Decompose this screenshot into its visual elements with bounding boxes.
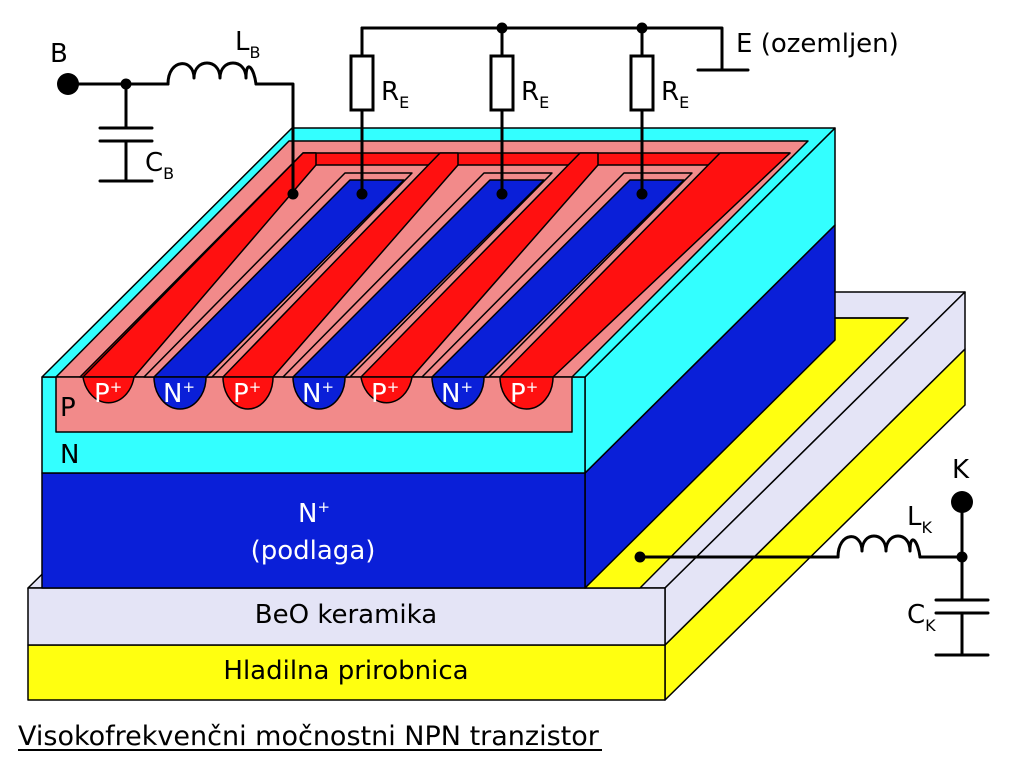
n-plus-well-2 xyxy=(292,376,346,410)
collector-circuit: K LK CK xyxy=(634,455,990,657)
base-contact-dot xyxy=(287,188,299,200)
well-labels: P+ N+ P+ N+ P+ N+ P+ xyxy=(94,378,538,409)
p-plus-well-2 xyxy=(222,376,274,410)
ceramic-label: BeO keramika xyxy=(255,600,437,630)
well-label-6: N+ xyxy=(441,378,473,409)
collector-inductor-label: LK xyxy=(907,502,933,537)
heatsink-label: Hladilna prirobnica xyxy=(223,656,468,686)
well-label-3: P+ xyxy=(233,378,261,409)
emitter-terminal-label: E (ozemljen) xyxy=(736,29,899,59)
emitter-resistor-3 xyxy=(629,54,655,112)
emitter-circuit: RE RE RE E (ozemljen) xyxy=(349,22,899,200)
substrate-label: N+ xyxy=(298,498,330,529)
well-label-7: P+ xyxy=(510,378,538,409)
base-capacitor-plates xyxy=(98,126,154,143)
n-region-label: N xyxy=(60,440,79,470)
p-plus-well-3 xyxy=(360,376,413,404)
ceramic-front-face xyxy=(27,587,666,646)
base-capacitor-label: CB xyxy=(145,148,174,183)
emitter-resistor-1 xyxy=(349,54,375,112)
die xyxy=(41,127,836,589)
emitter-resistor-2 xyxy=(489,54,515,112)
heatsink-layer xyxy=(27,348,966,701)
base-terminal-label: B xyxy=(50,39,68,69)
emitter-resistor-label-2: RE xyxy=(521,77,549,112)
well-label-1: P+ xyxy=(94,378,122,409)
p-region-label: P xyxy=(60,393,76,423)
base-wire-2 xyxy=(254,82,295,196)
emitter-resistor-label-3: RE xyxy=(661,77,689,112)
substrate-front-face xyxy=(41,472,586,589)
collector-cap-ground xyxy=(934,611,990,657)
p-plus-well-4 xyxy=(499,376,554,410)
caption: Visokofrekvenčni močnostni NPN tranzisto… xyxy=(18,721,600,752)
base-circuit: B LB CB xyxy=(50,27,299,200)
base-inductor-label: LB xyxy=(235,27,260,62)
n-plus-well-3 xyxy=(431,376,485,410)
well-label-5: P+ xyxy=(371,378,399,409)
emitter-contact-1 xyxy=(356,188,368,200)
collector-inductor-coil xyxy=(836,534,922,559)
collector-terminal-dot xyxy=(951,491,973,513)
p-plus-well-1 xyxy=(82,376,135,404)
collector-capacitor-plates xyxy=(934,598,990,615)
emitter-bus xyxy=(360,26,724,72)
n-plus-well-1 xyxy=(153,376,207,410)
emitter-contact-3 xyxy=(636,188,648,200)
collector-capacitor-label: CK xyxy=(907,600,936,635)
collector-terminal-label: K xyxy=(952,455,970,485)
base-cap-ground xyxy=(98,139,154,183)
emitter-resistor-label-1: RE xyxy=(381,77,409,112)
substrate-note: (podlaga) xyxy=(251,536,376,566)
well-label-2: N+ xyxy=(163,378,195,409)
well-label-4: N+ xyxy=(302,378,334,409)
emitter-contact-2 xyxy=(496,188,508,200)
base-inductor-coil xyxy=(166,61,258,86)
heatsink-front-face xyxy=(27,644,666,701)
